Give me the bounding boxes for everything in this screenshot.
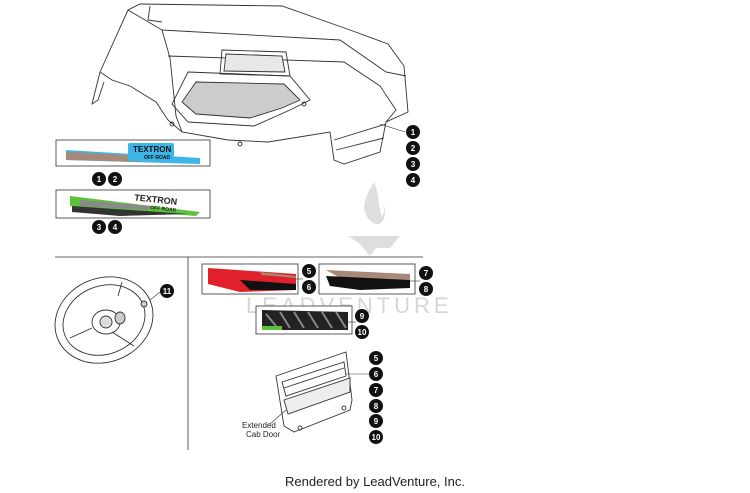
svg-text:7: 7 bbox=[374, 386, 379, 395]
callout-green-4: 4 bbox=[108, 220, 122, 234]
callout-door-5: 5 bbox=[369, 351, 383, 365]
extended-cab-door bbox=[275, 351, 353, 433]
steering-wheel bbox=[54, 276, 154, 364]
tread-decal bbox=[255, 305, 353, 335]
callouts: 1 2 3 4 1 2 3 4 11 5 6 7 8 9 10 5 6 7 8 … bbox=[92, 125, 433, 444]
callout-door-10: 10 bbox=[369, 430, 383, 444]
callout-red-6: 6 bbox=[302, 280, 316, 294]
svg-text:4: 4 bbox=[113, 223, 118, 232]
svg-text:10: 10 bbox=[358, 328, 367, 337]
svg-text:4: 4 bbox=[411, 176, 416, 185]
green-decal-brand: TEXTRON bbox=[134, 192, 178, 206]
callout-door-9: 9 bbox=[369, 414, 383, 428]
watermark-logo: LEADVENTURE bbox=[246, 182, 449, 318]
blue-textron-decal: TEXTRON OFF ROAD bbox=[55, 139, 211, 167]
callout-dash-4: 4 bbox=[406, 173, 420, 187]
callout-door-8: 8 bbox=[369, 399, 383, 413]
callout-brown-8: 8 bbox=[419, 282, 433, 296]
callout-dash-2: 2 bbox=[406, 141, 420, 155]
callout-blue-2: 2 bbox=[108, 172, 122, 186]
callout-steering-11: 11 bbox=[160, 284, 174, 298]
svg-text:3: 3 bbox=[97, 223, 102, 232]
callout-brown-7: 7 bbox=[419, 266, 433, 280]
svg-text:11: 11 bbox=[163, 287, 172, 296]
svg-text:2: 2 bbox=[411, 144, 416, 153]
brown-decal bbox=[318, 263, 416, 295]
callout-tread-10: 10 bbox=[355, 325, 369, 339]
callout-dash-1: 1 bbox=[406, 125, 420, 139]
extended-cab-door-label: Extended Cab Door bbox=[242, 409, 287, 439]
callout-door-7: 7 bbox=[369, 383, 383, 397]
svg-text:9: 9 bbox=[360, 312, 365, 321]
svg-text:3: 3 bbox=[411, 160, 416, 169]
svg-text:9: 9 bbox=[374, 417, 379, 426]
svg-text:8: 8 bbox=[374, 402, 379, 411]
svg-text:7: 7 bbox=[424, 269, 429, 278]
red-decal bbox=[201, 263, 299, 295]
svg-text:5: 5 bbox=[307, 267, 312, 276]
svg-text:1: 1 bbox=[97, 175, 102, 184]
svg-text:5: 5 bbox=[374, 354, 379, 363]
svg-text:2: 2 bbox=[113, 175, 118, 184]
section-dividers bbox=[55, 256, 423, 450]
svg-text:6: 6 bbox=[374, 370, 379, 379]
extended-cab-door-label-line-2: Cab Door bbox=[246, 430, 281, 439]
callout-red-5: 5 bbox=[302, 264, 316, 278]
svg-text:1: 1 bbox=[411, 128, 416, 137]
svg-text:6: 6 bbox=[307, 283, 312, 292]
blue-decal-sub: OFF ROAD bbox=[144, 155, 170, 161]
green-decal-sub: OFF ROAD bbox=[150, 205, 177, 214]
svg-text:8: 8 bbox=[424, 285, 429, 294]
leader-lines bbox=[149, 123, 420, 375]
callout-tread-9: 9 bbox=[355, 309, 369, 323]
callout-blue-1: 1 bbox=[92, 172, 106, 186]
blue-decal-brand: TEXTRON bbox=[133, 145, 171, 154]
extended-cab-door-label-line-1: Extended bbox=[242, 421, 276, 430]
footer-credit: Rendered by LeadVenture, Inc. bbox=[285, 474, 465, 489]
svg-text:10: 10 bbox=[372, 433, 381, 442]
green-textron-decal: TEXTRON OFF ROAD bbox=[55, 189, 211, 219]
callout-green-3: 3 bbox=[92, 220, 106, 234]
callout-dash-3: 3 bbox=[406, 157, 420, 171]
dashboard-assembly bbox=[91, 3, 409, 165]
callout-door-6: 6 bbox=[369, 367, 383, 381]
